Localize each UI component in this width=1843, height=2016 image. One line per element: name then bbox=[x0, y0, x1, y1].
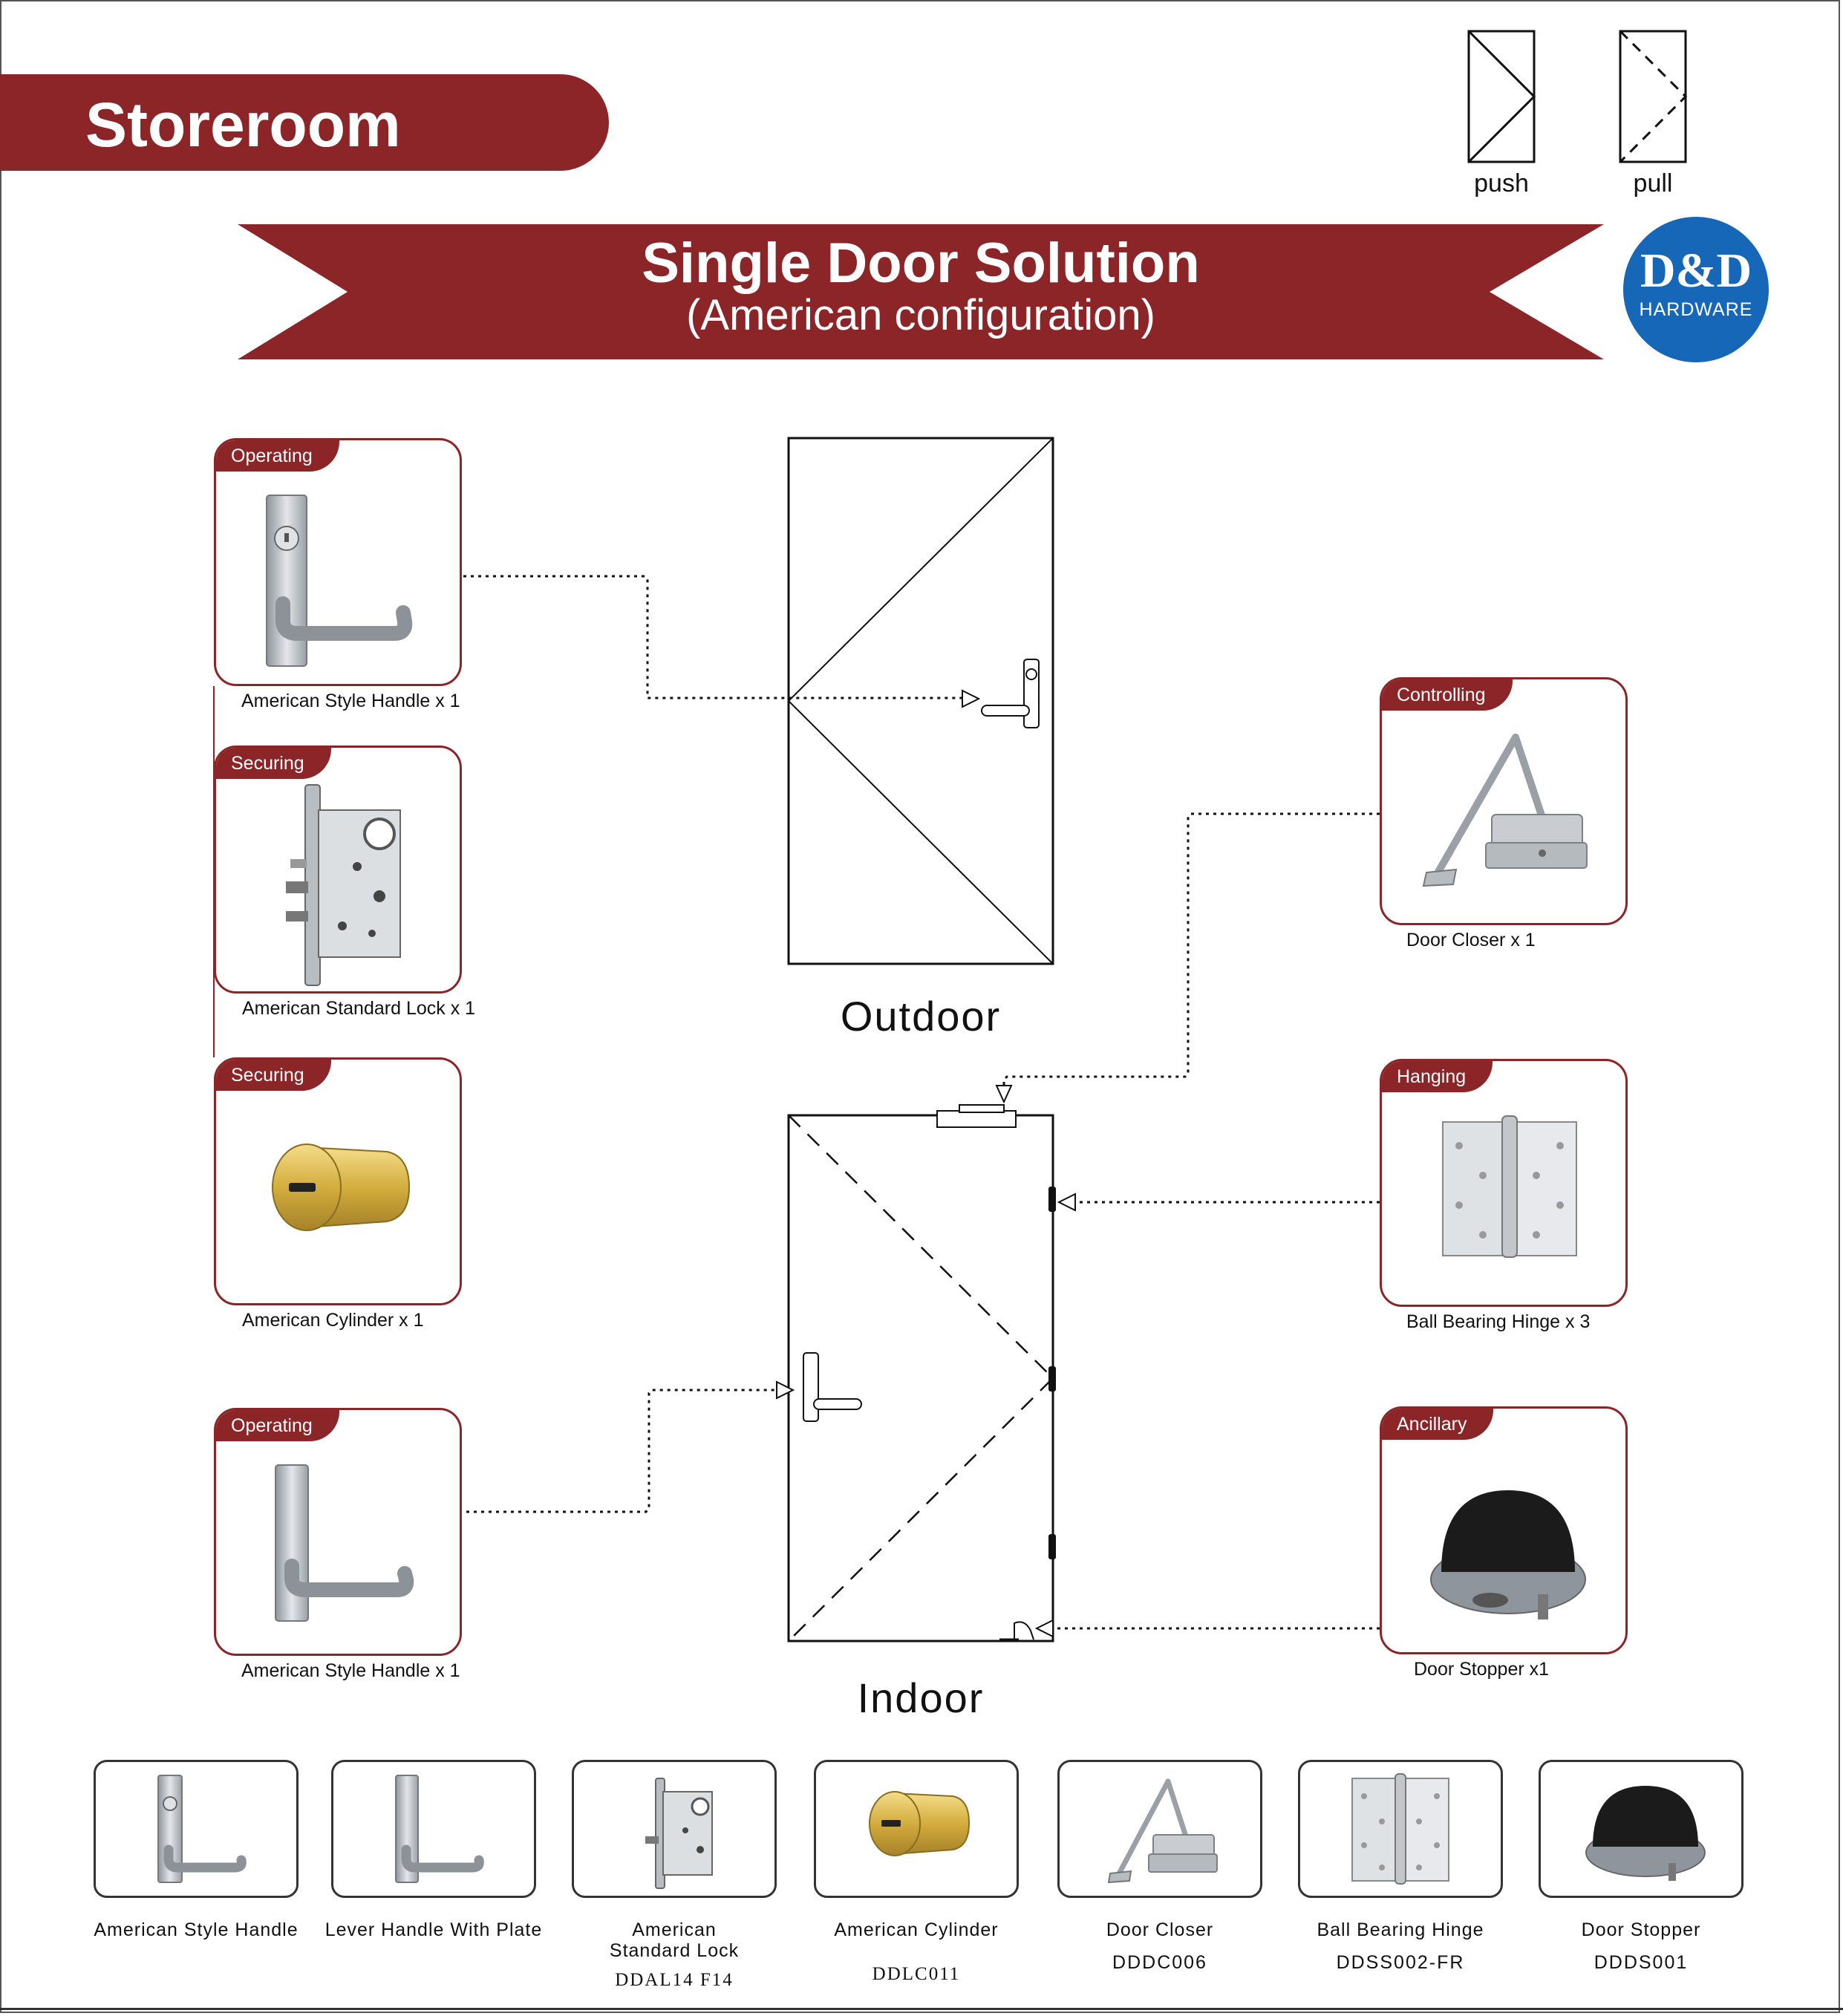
outdoor-door bbox=[787, 437, 1054, 965]
category-tag: Hanging bbox=[1382, 1061, 1493, 1092]
banner-subtitle: (American configuration) bbox=[686, 291, 1155, 339]
card-operating-handle-top: Operating bbox=[214, 438, 462, 686]
card-ancillary-stopper: Ancillary bbox=[1380, 1406, 1628, 1654]
banner-title: Single Door Solution bbox=[642, 232, 1200, 295]
product-name-line2: Standard Lock bbox=[609, 1940, 740, 1961]
stopper-outline bbox=[1014, 1621, 1034, 1640]
solution-ribbon bbox=[238, 224, 1604, 359]
card-securing-lock: Securing bbox=[214, 746, 462, 994]
mortise-lock-icon bbox=[645, 1778, 713, 1889]
card-hanging-hinge: Hanging bbox=[1380, 1059, 1628, 1307]
product-code: DDDS001 bbox=[1594, 1952, 1689, 1973]
hinge-icon bbox=[1442, 1115, 1577, 1258]
card-operating-handle-bottom: Operating bbox=[214, 1408, 462, 1656]
product-code: DDSS002-FR bbox=[1336, 1952, 1465, 1973]
category-tag: Operating bbox=[216, 440, 339, 472]
hinge-bottom bbox=[1048, 1534, 1056, 1559]
product-name: Door Stopper bbox=[1581, 1919, 1701, 1940]
card-caption: Door Stopper x1 bbox=[1414, 1659, 1550, 1680]
hinge-middle bbox=[1048, 1366, 1056, 1392]
category-tag: Securing bbox=[216, 748, 331, 779]
cylinder-icon bbox=[272, 1144, 411, 1231]
bottom-rule bbox=[0, 2008, 1843, 2010]
logo-sub-text: HARDWARE bbox=[1639, 299, 1753, 320]
outdoor-lever bbox=[981, 705, 1030, 717]
american-handle-icon bbox=[266, 495, 413, 667]
hinge-icon bbox=[1351, 1773, 1449, 1885]
product-name: Lever Handle With Plate bbox=[324, 1919, 543, 1940]
indoor-lever bbox=[813, 1398, 862, 1410]
product-card bbox=[331, 1760, 536, 1898]
push-label: push bbox=[1474, 169, 1529, 198]
category-tag: Ancillary bbox=[1382, 1409, 1494, 1440]
product-card bbox=[1057, 1760, 1262, 1898]
page-title: Storeroom bbox=[85, 90, 401, 160]
category-tag: Securing bbox=[216, 1060, 331, 1091]
indoor-label: Indoor bbox=[857, 1674, 985, 1721]
card-caption: American Standard Lock x 1 bbox=[242, 998, 476, 1019]
pull-label: pull bbox=[1633, 169, 1673, 198]
lever-handle-icon bbox=[275, 1464, 414, 1622]
product-card bbox=[572, 1760, 777, 1898]
door-closer-icon bbox=[1107, 1778, 1218, 1884]
closer-body-outline bbox=[936, 1110, 1017, 1128]
title-banner bbox=[0, 74, 609, 171]
product-card bbox=[814, 1760, 1019, 1898]
card-caption: Ball Bearing Hinge x 3 bbox=[1406, 1311, 1591, 1332]
door-stopper-icon bbox=[1585, 1786, 1706, 1881]
product-card bbox=[94, 1760, 299, 1898]
door-stopper-icon bbox=[1430, 1490, 1586, 1619]
lever-handle-icon bbox=[395, 1775, 484, 1883]
push-legend-icon bbox=[1467, 30, 1536, 163]
outdoor-label: Outdoor bbox=[840, 993, 1002, 1040]
category-tag: Controlling bbox=[1382, 679, 1513, 711]
product-name: American Cylinder bbox=[834, 1919, 999, 1940]
card-controlling-closer: Controlling bbox=[1380, 677, 1628, 925]
logo-main-text: D&D bbox=[1640, 244, 1752, 298]
door-closer-icon bbox=[1422, 734, 1588, 887]
indoor-door bbox=[787, 1104, 1056, 1643]
product-name: Ball Bearing Hinge bbox=[1317, 1919, 1484, 1940]
product-card bbox=[1298, 1760, 1503, 1898]
product-card bbox=[1539, 1760, 1743, 1898]
card-caption: American Cylinder x 1 bbox=[242, 1310, 424, 1331]
american-handle-icon bbox=[157, 1775, 247, 1883]
card-caption: American Style Handle x 1 bbox=[241, 1660, 460, 1681]
cylinder-icon bbox=[869, 1791, 971, 1856]
pull-legend-icon bbox=[1619, 30, 1688, 163]
card-caption: American Style Handle x 1 bbox=[241, 691, 460, 711]
indoor-handle-plate bbox=[803, 1352, 819, 1422]
product-name: American Style Handle bbox=[94, 1919, 299, 1940]
card-securing-cylinder: Securing bbox=[214, 1057, 462, 1305]
product-code: DDAL14 F14 bbox=[615, 1970, 734, 1990]
hinge-top bbox=[1048, 1187, 1056, 1212]
mortise-lock-icon bbox=[286, 784, 401, 986]
product-name: American bbox=[632, 1919, 717, 1940]
brand-logo: D&D HARDWARE bbox=[1623, 217, 1769, 362]
product-name: Door Closer bbox=[1106, 1919, 1214, 1940]
card-caption: Door Closer x 1 bbox=[1406, 930, 1536, 950]
category-tag: Operating bbox=[216, 1410, 339, 1441]
product-code: DDDC006 bbox=[1112, 1952, 1207, 1973]
product-code: DDLC011 bbox=[872, 1964, 961, 1984]
